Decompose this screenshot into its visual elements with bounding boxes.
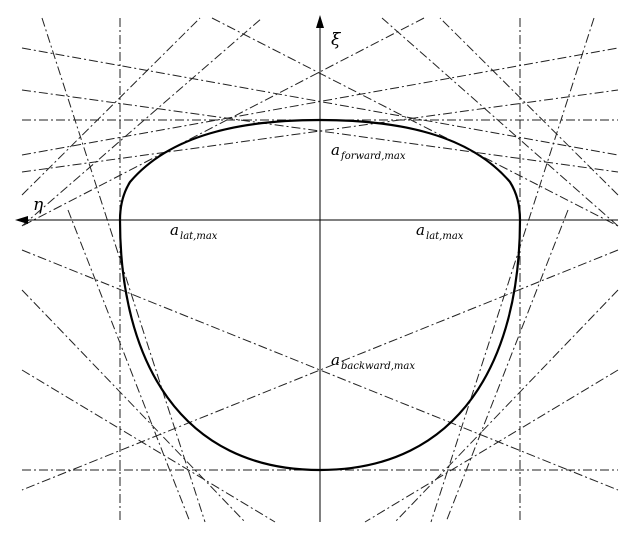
coordinate-axes bbox=[15, 15, 618, 522]
acceleration-boundary bbox=[118, 118, 522, 472]
backward-max-label: a backward,max bbox=[331, 351, 415, 372]
constraint-line bbox=[41, 17, 206, 523]
lat-max-right-label: a lat,max bbox=[416, 221, 464, 242]
constraint-line bbox=[21, 89, 619, 173]
constraint-line bbox=[21, 89, 619, 173]
lat-max-left-label: a lat,max bbox=[170, 221, 218, 242]
constraint-line bbox=[394, 289, 619, 523]
constraint-line bbox=[21, 17, 201, 196]
eta-axis-label: η bbox=[33, 195, 44, 215]
svg-text:a: a bbox=[170, 221, 179, 239]
constraint-line bbox=[430, 17, 595, 523]
svg-text:a: a bbox=[331, 141, 340, 159]
constraint-line bbox=[445, 209, 569, 523]
svg-text:a: a bbox=[331, 351, 340, 369]
constraint-line bbox=[364, 369, 619, 523]
forward-max-label: a forward,max bbox=[331, 141, 406, 162]
svg-text:a: a bbox=[416, 221, 425, 239]
constraint-line bbox=[21, 249, 619, 491]
svg-text:backward,max: backward,max bbox=[341, 361, 415, 372]
svg-text:forward,max: forward,max bbox=[340, 151, 406, 162]
constraint-line bbox=[21, 17, 263, 227]
svg-text:lat,max: lat,max bbox=[426, 231, 464, 242]
constraint-line bbox=[21, 369, 276, 523]
constraint-line bbox=[21, 289, 246, 523]
xi-axis-label: ξ bbox=[331, 30, 342, 50]
constraint-line bbox=[211, 17, 619, 227]
constraint-line bbox=[381, 17, 619, 227]
svg-text:lat,max: lat,max bbox=[180, 231, 218, 242]
xi-axis-arrow-icon bbox=[316, 15, 324, 28]
constraint-line bbox=[21, 17, 425, 227]
constraint-line bbox=[439, 17, 619, 196]
constraint-line bbox=[21, 249, 619, 491]
eta-axis-arrow-icon bbox=[15, 216, 28, 224]
constraint-line bbox=[67, 209, 191, 523]
